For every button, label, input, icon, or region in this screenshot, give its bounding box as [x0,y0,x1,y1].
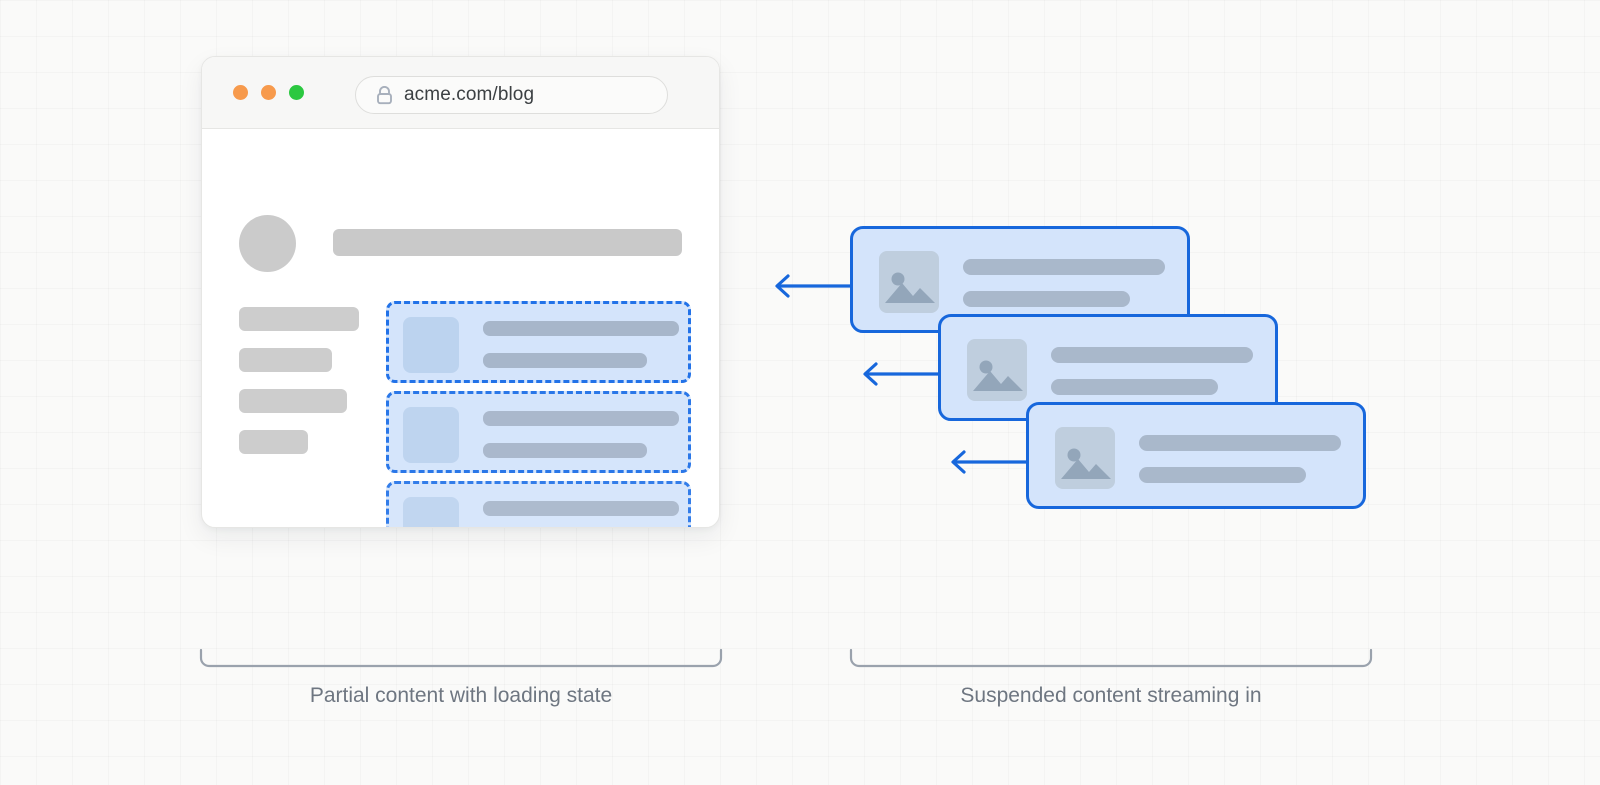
left-bracket [199,648,723,668]
stream-text-line [1051,347,1253,363]
page-content [202,129,719,527]
stream-card [850,226,1190,333]
skeleton-sidebar-bar [239,430,308,454]
stream-text-line [1051,379,1218,395]
skeleton-sidebar-bar [239,389,347,413]
image-placeholder-icon [1055,427,1115,489]
skeleton-title-bar [333,229,682,256]
skeleton-sidebar-bar [239,307,359,331]
skeleton-text-line [483,443,647,458]
stream-text-line [963,291,1130,307]
stream-card [1026,402,1366,509]
skeleton-text-line [483,501,679,516]
close-dot[interactable] [233,85,248,100]
skeleton-thumbnail [403,317,459,373]
stream-text-line [1139,467,1306,483]
loading-card [386,481,691,527]
skeleton-thumbnail [403,407,459,463]
stream-arrow-2 [863,362,946,386]
skeleton-text-line [483,353,647,368]
stream-text-line [963,259,1165,275]
right-caption: Suspended content streaming in [960,684,1262,707]
skeleton-text-line [483,321,679,336]
skeleton-sidebar [239,307,359,471]
stream-arrow-1 [775,274,858,298]
image-placeholder-icon [967,339,1027,401]
right-bracket [849,648,1373,668]
maximize-dot[interactable] [289,85,304,100]
skeleton-avatar [239,215,296,272]
skeleton-thumbnail [403,497,459,527]
skeleton-sidebar-bar [239,348,332,372]
loading-card [386,301,691,383]
loading-card [386,391,691,473]
skeleton-text-line [483,411,679,426]
traffic-light-buttons [233,85,304,100]
stream-text-line [1139,435,1341,451]
browser-chrome: acme.com/blog [202,57,719,129]
skeleton-loading-cards [386,301,691,527]
browser-window: acme.com/blog [201,56,720,528]
url-text: acme.com/blog [404,84,535,105]
left-caption: Partial content with loading state [309,684,613,707]
image-placeholder-icon [879,251,939,313]
minimize-dot[interactable] [261,85,276,100]
padlock-icon [377,85,392,104]
url-bar[interactable]: acme.com/blog [355,76,668,114]
stream-arrow-3 [951,450,1034,474]
